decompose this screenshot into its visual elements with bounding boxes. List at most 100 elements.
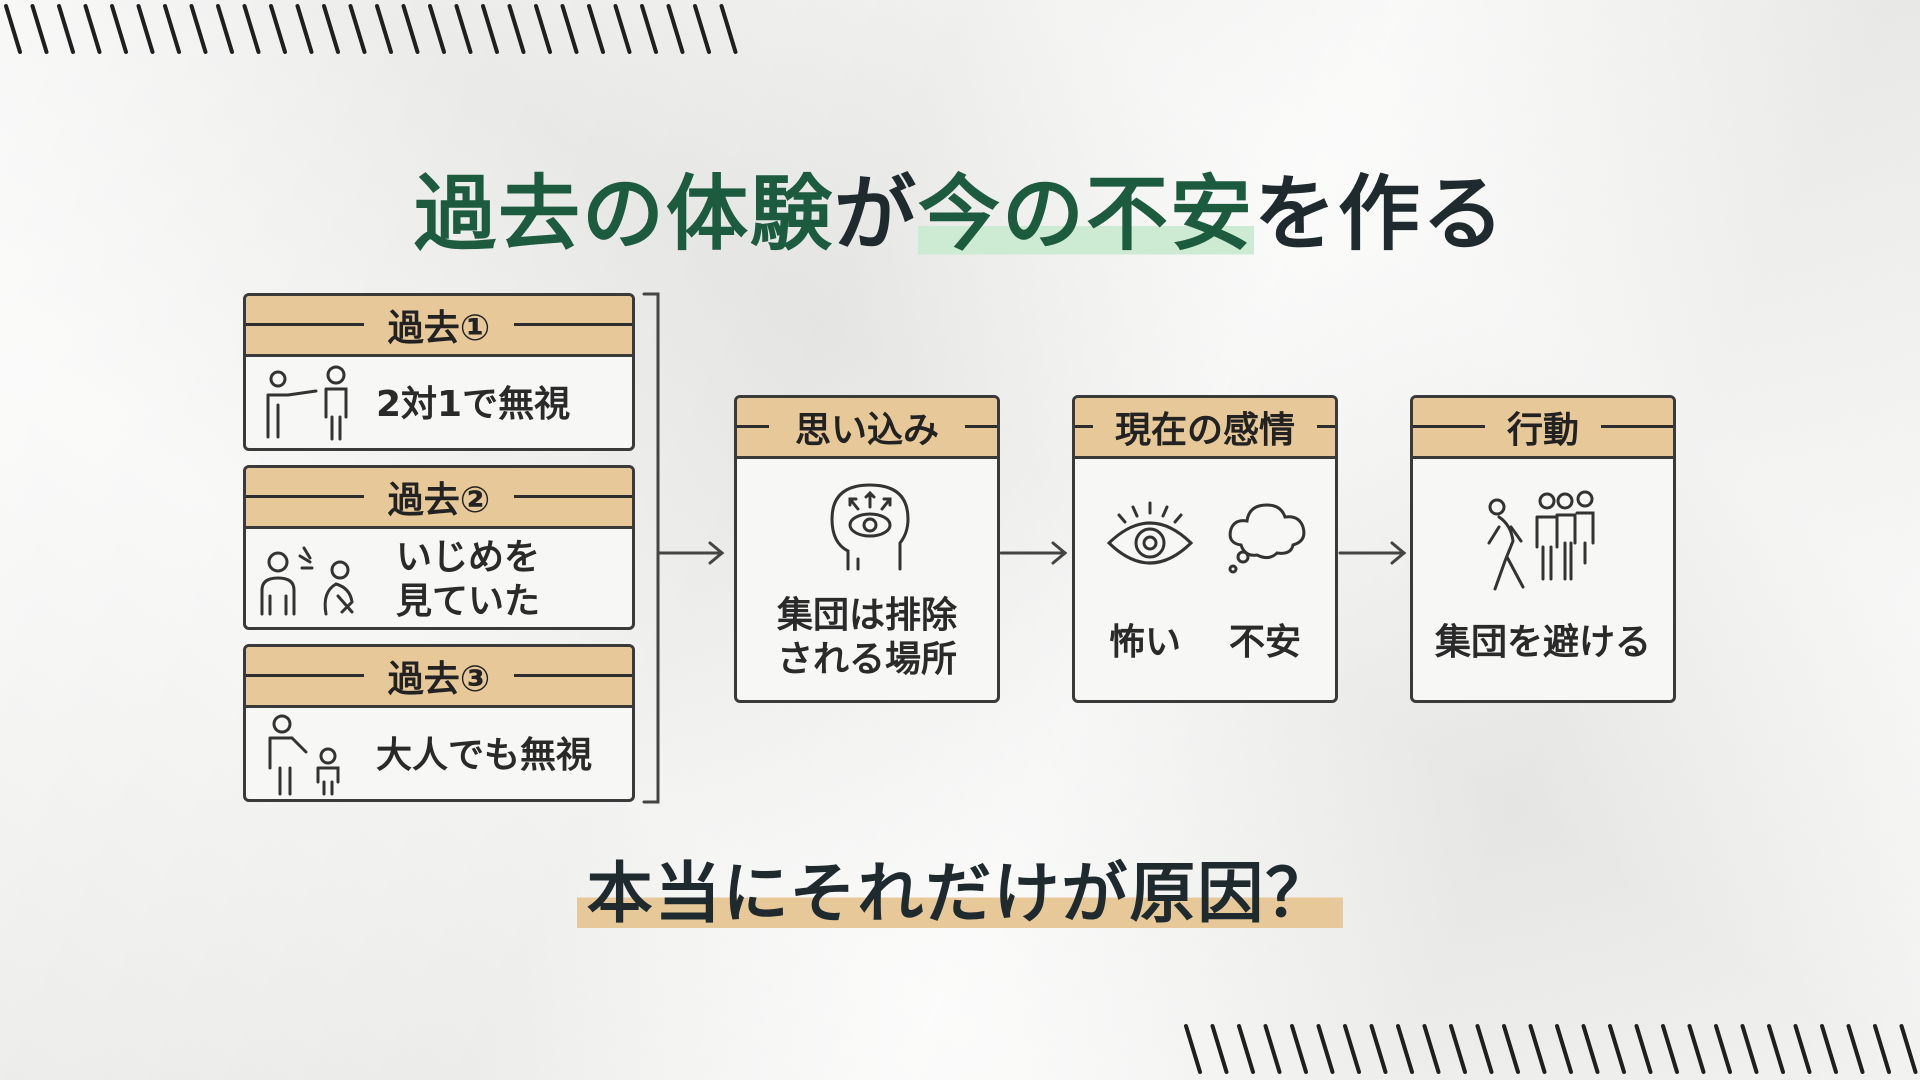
hatch-bottom-stroke: [1740, 1024, 1759, 1074]
arrow-1: [656, 541, 725, 565]
decorative-hatch-top: [4, 4, 738, 54]
stage-box-emotion-label: 現在の感情: [1114, 410, 1295, 451]
hatch-top-stroke: [83, 4, 102, 54]
past-box-1-text: 2対1で無視: [376, 383, 571, 425]
arrow-2: [999, 541, 1068, 565]
past-box-1-label: 過去①: [387, 308, 491, 349]
hatch-bottom-stroke: [1714, 1024, 1732, 1074]
hatch-top-stroke: [401, 4, 420, 54]
hatch-bottom-stroke: [1873, 1024, 1891, 1074]
past-box-2: 過去② いじめを 見ていた: [243, 465, 635, 630]
hatch-bottom-stroke: [1237, 1024, 1255, 1074]
emotion-text-fear: 怖い: [1108, 622, 1181, 663]
hatch-bottom-stroke: [1846, 1024, 1865, 1074]
past-box-2-text-line-1: いじめを: [396, 537, 541, 578]
title-part-4: を作る: [1254, 167, 1507, 262]
question-text: 本当にそれだけが原因？: [0, 840, 1920, 936]
past-box-3-header: 過去③: [246, 647, 632, 708]
hatch-bottom-stroke: [1396, 1024, 1414, 1074]
hatch-bottom-stroke: [1184, 1024, 1202, 1074]
hatch-top-stroke: [136, 4, 155, 54]
hatch-bottom-stroke: [1767, 1024, 1785, 1074]
hatch-bottom-stroke: [1608, 1024, 1626, 1074]
past-box-3-label: 過去③: [387, 659, 491, 700]
past-box-2-text-line-2: 見ていた: [396, 581, 541, 622]
head-eye-thoughts-icon: [820, 477, 920, 581]
stage-box-emotion: 現在の感情 怖い 不安: [1072, 395, 1338, 703]
hatch-bottom-stroke: [1449, 1024, 1467, 1074]
stage-box-belief-text-line-1: 集団は排除: [776, 595, 957, 636]
hatch-top-stroke: [375, 4, 393, 54]
page-title: 過去の体験が今の不安を作る: [0, 160, 1920, 270]
hatch-top-stroke: [719, 4, 738, 54]
hatch-top-stroke: [640, 4, 658, 54]
stage-box-belief-header: 思い込み: [737, 398, 997, 459]
hatch-bottom-stroke: [1687, 1024, 1706, 1074]
stage-box-action-text: 集団を避ける: [1434, 622, 1651, 663]
past-box-3-text: 大人でも無視: [376, 734, 593, 776]
hatch-top-stroke: [189, 4, 208, 54]
eye-icon: [1105, 499, 1195, 573]
hatch-bottom-stroke: [1316, 1024, 1335, 1074]
title-part-3: 今の不安: [918, 167, 1255, 262]
stage-box-belief-text-line-2: される場所: [776, 639, 957, 680]
hatch-top-stroke: [322, 4, 340, 54]
past-bracket: [642, 292, 660, 804]
past-box-3: 過去③ 大人でも無視: [243, 644, 635, 802]
hatch-top-stroke: [295, 4, 314, 54]
title-part-2: が: [833, 167, 918, 262]
hatch-bottom-stroke: [1343, 1024, 1361, 1074]
person-walking-away-icon: [1485, 487, 1605, 601]
hatch-bottom-stroke: [1502, 1024, 1520, 1074]
hatch-top-stroke: [163, 4, 181, 54]
hatch-top-stroke: [613, 4, 632, 54]
decorative-hatch-bottom: [1184, 1024, 1918, 1074]
pointing-person-icon: [246, 357, 376, 448]
bystander-bullying-icon: [246, 533, 376, 628]
hatch-top-stroke: [57, 4, 75, 54]
hatch-top-stroke: [481, 4, 499, 54]
hatch-top-stroke: [110, 4, 128, 54]
hatch-bottom-stroke: [1290, 1024, 1308, 1074]
hatch-top-stroke: [666, 4, 685, 54]
hatch-top-stroke: [428, 4, 446, 54]
hatch-top-stroke: [30, 4, 49, 54]
hatch-bottom-stroke: [1634, 1024, 1653, 1074]
past-box-2-label: 過去②: [387, 480, 491, 521]
hatch-top-stroke: [242, 4, 261, 54]
hatch-top-stroke: [693, 4, 711, 54]
hatch-bottom-stroke: [1555, 1024, 1573, 1074]
adult-ignoring-child-icon: [246, 708, 376, 799]
hatch-top-stroke: [269, 4, 287, 54]
hatch-top-stroke: [454, 4, 473, 54]
emotion-text-anxiety: 不安: [1229, 622, 1302, 663]
stage-box-action-header: 行動: [1413, 398, 1673, 459]
thought-cloud-icon: [1223, 499, 1313, 583]
hatch-top-stroke: [534, 4, 552, 54]
hatch-bottom-stroke: [1528, 1024, 1547, 1074]
past-box-2-header: 過去②: [246, 468, 632, 529]
hatch-bottom-stroke: [1899, 1024, 1918, 1074]
hatch-top-stroke: [348, 4, 367, 54]
stage-box-emotion-header: 現在の感情: [1075, 398, 1335, 459]
stage-box-belief: 思い込み 集団は排除 される場所: [734, 395, 1000, 703]
hatch-bottom-stroke: [1661, 1024, 1679, 1074]
stage-box-action: 行動 集団を避ける: [1410, 395, 1676, 703]
hatch-bottom-stroke: [1475, 1024, 1494, 1074]
flow-connectors: [642, 292, 1407, 804]
hatch-top-stroke: [216, 4, 234, 54]
question-highlight: 本当にそれだけが原因？: [576, 855, 1344, 932]
hatch-bottom-stroke: [1210, 1024, 1229, 1074]
hatch-bottom-stroke: [1422, 1024, 1441, 1074]
past-box-1-header: 過去①: [246, 296, 632, 357]
hatch-bottom-stroke: [1581, 1024, 1600, 1074]
past-box-1: 過去① 2対1で無視: [243, 293, 635, 451]
arrow-3: [1338, 541, 1407, 565]
hatch-top-stroke: [560, 4, 579, 54]
stage-box-action-label: 行動: [1506, 410, 1579, 451]
title-part-1: 過去の体験: [413, 167, 834, 262]
hatch-top-stroke: [587, 4, 605, 54]
hatch-bottom-stroke: [1263, 1024, 1282, 1074]
stage-box-belief-label: 思い込み: [794, 410, 939, 451]
hatch-top-stroke: [507, 4, 526, 54]
